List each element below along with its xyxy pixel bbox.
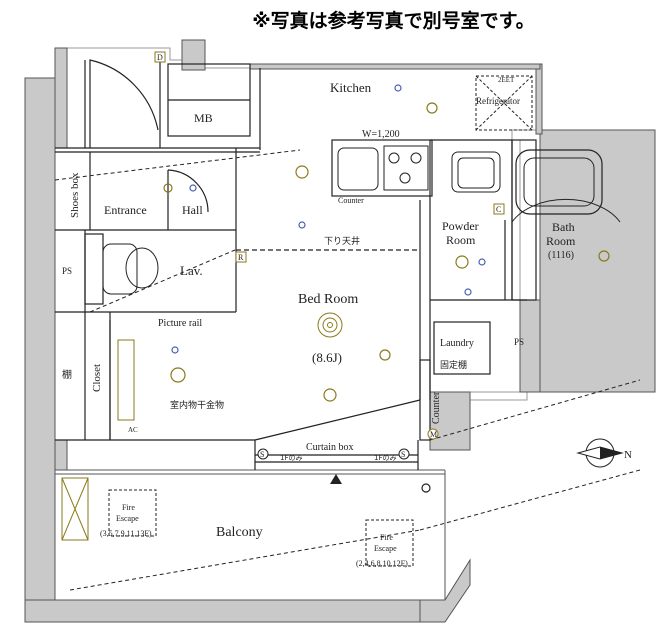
label-balcony: Balcony	[216, 525, 263, 540]
label-bed-room: Bed Room	[298, 292, 358, 307]
first-floor-only-left: 1Fのみ	[280, 454, 302, 462]
label-kitchen: Kitchen	[330, 80, 372, 95]
label-shoes-box: Shoes box	[69, 172, 81, 218]
label-shelf: 棚	[62, 368, 72, 381]
fire-escape-left-2: Escape	[116, 514, 139, 523]
bath-tub	[511, 149, 621, 223]
label-laundry: Laundry	[440, 338, 474, 349]
kitchen-width: W=1,200	[362, 129, 400, 140]
svg-text:D: D	[157, 53, 163, 62]
label-bath-size: (1116)	[548, 250, 574, 261]
entry-arrow-icon	[330, 474, 342, 484]
first-floor-only-right: 1Fのみ	[374, 454, 396, 462]
ac-label: AC	[128, 426, 138, 434]
label-counter-kitchen: Counter	[338, 196, 364, 205]
header-note: ※写真は参考写真で別号室です。	[252, 10, 535, 32]
label-bed-size: (8.6J)	[312, 350, 342, 365]
label-hall: Hall	[182, 203, 203, 217]
svg-text:S: S	[260, 450, 264, 459]
light-icons	[163, 84, 610, 493]
picture-rail: Picture rail	[158, 318, 202, 329]
label-entrance: Entrance	[104, 203, 147, 217]
label-bath-1: Bath	[552, 220, 575, 234]
svg-text:R: R	[238, 253, 244, 262]
svg-text:M: M	[430, 430, 437, 439]
fire-escape-left-1: Fire	[122, 503, 135, 512]
label-ps-right: PS	[514, 337, 524, 347]
svg-text:C: C	[496, 205, 501, 214]
small-symbols: D C R M S S	[154, 51, 505, 460]
compass-icon	[576, 438, 624, 468]
fridge-outlet: 2EET	[498, 76, 515, 84]
compass-north-label: N	[624, 449, 632, 461]
fixtures	[54, 75, 641, 591]
interior-walls	[55, 58, 537, 470]
label-powder-2: Room	[446, 233, 476, 247]
label-mb: MB	[194, 111, 213, 125]
svg-text:S: S	[401, 450, 405, 459]
ceiling-light-icon	[317, 312, 343, 338]
fire-escape-right-2: Escape	[374, 544, 397, 553]
label-refrigerator: Refrigerator	[476, 96, 520, 106]
label-ps-left: PS	[62, 266, 72, 276]
label-powder-1: Powder	[442, 219, 479, 233]
label-counter-right: Counter	[431, 391, 442, 424]
label-closet: Closet	[91, 364, 103, 392]
fire-escape-right-1: Fire	[380, 533, 393, 542]
fire-escape-left-floors: (3,5,7,9,11,13F)	[100, 529, 152, 538]
label-bath-2: Room	[546, 234, 576, 248]
indoor-drying-rack: 室内物干金物	[170, 399, 224, 411]
lowered-ceiling: 下り天井	[324, 235, 360, 247]
label-fixed-shelf: 固定棚	[440, 359, 467, 371]
label-lav: Lav.	[180, 263, 203, 278]
outer-walls	[24, 39, 656, 623]
fire-escape-right-floors: (2,4,6,8,10,12F)	[356, 559, 408, 568]
curtain-box: Curtain box	[306, 442, 354, 453]
